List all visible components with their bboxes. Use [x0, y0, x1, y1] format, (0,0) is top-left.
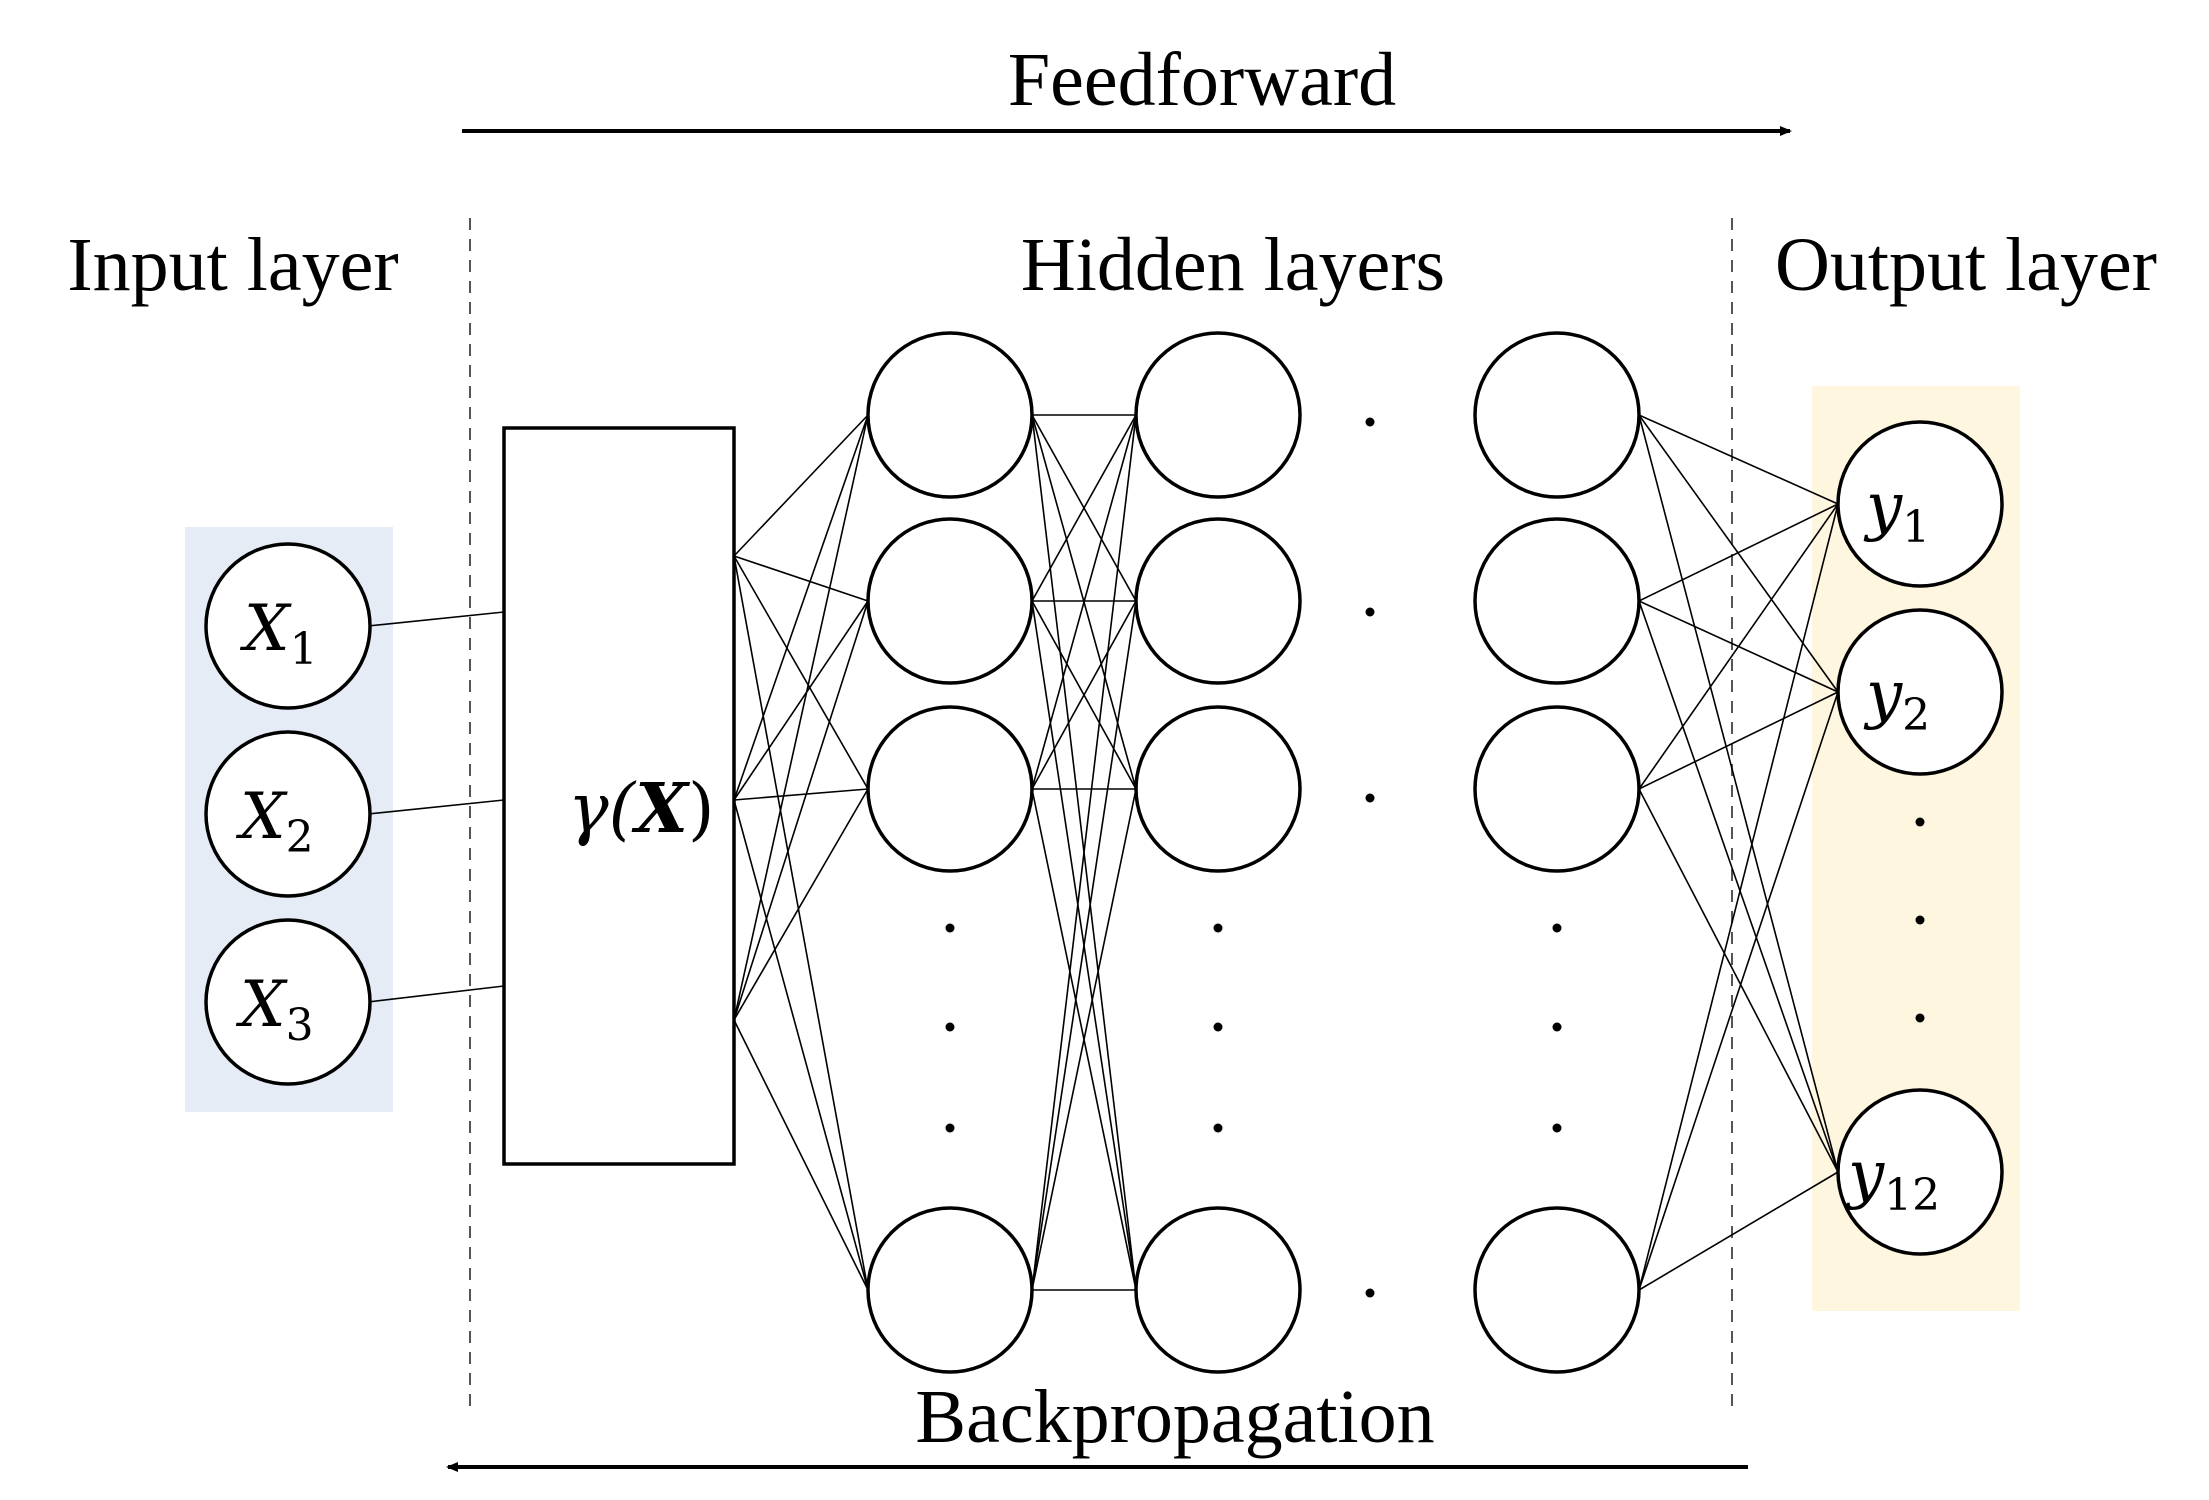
input-node-2-label: X2	[235, 780, 314, 863]
output-edge-0-0	[1638, 414, 1839, 505]
hidden-edge-3-2	[1031, 788, 1137, 1291]
hidden-col3-vdot-1	[1552, 923, 1562, 933]
input-edge-3	[367, 985, 505, 1003]
box-edge-0-1	[733, 555, 869, 602]
hidden-edge-3-1	[1031, 600, 1137, 1291]
hidden-edge-1-0	[1031, 414, 1137, 602]
input-edge-1	[367, 611, 505, 627]
output-edge-0-2	[1638, 414, 1839, 1173]
box-edge-0-2	[733, 555, 869, 790]
output-node-12-label: y12	[1845, 1138, 1940, 1221]
output-layer-title: Output layer	[1775, 223, 2157, 307]
box-edge-1-0	[733, 414, 869, 801]
output-edge-3-1	[1638, 691, 1839, 1291]
hidden-col1-vdot-2	[945, 1022, 955, 1032]
input-node-3-label: X3	[235, 968, 314, 1051]
hidden-layers-title: Hidden layers	[1021, 223, 1445, 307]
output-vdot-2	[1915, 915, 1925, 925]
input-node-1: X1	[204, 542, 372, 710]
output-node-1: y1	[1836, 420, 2004, 588]
hidden-edge-3-0	[1031, 414, 1137, 1291]
box-edge-0-3	[733, 555, 869, 1291]
hidden-node-c1-r1	[866, 331, 1034, 499]
output-node-2-label: y2	[1863, 658, 1930, 741]
hidden-node-c3-r3	[1473, 705, 1641, 873]
output-edge-1-2	[1638, 600, 1839, 1173]
hidden-col2-vdot-1	[1213, 923, 1223, 933]
hidden-col2-vdot-3	[1213, 1123, 1223, 1133]
hidden-node-c3-r2	[1473, 517, 1641, 685]
output-node-12: y12	[1836, 1088, 2004, 1256]
input-node-3: X3	[204, 918, 372, 1086]
hidden-node-c3-r4	[1473, 1206, 1641, 1374]
output-node-2: y2	[1836, 608, 2004, 776]
feedforward-label: Feedforward	[1008, 38, 1396, 122]
box-edge-2-0	[733, 414, 869, 1021]
hidden-node-c3-r1	[1473, 331, 1641, 499]
box-edge-0-0	[733, 414, 869, 557]
hidden-gap-dot-3	[1365, 793, 1375, 803]
hidden-node-c2-r4	[1134, 1206, 1302, 1374]
ellipsis-dots	[945, 417, 1925, 1298]
activation-variable: X	[631, 769, 690, 849]
hidden-col1-vdot-1	[945, 923, 955, 933]
box-edge-2-3	[733, 1019, 869, 1291]
hidden-node-c1-r2	[866, 517, 1034, 685]
hidden-edge-2-1	[1031, 600, 1137, 790]
backpropagation-label: Backpropagation	[915, 1375, 1434, 1459]
hidden-gap-dot-4	[1365, 1288, 1375, 1298]
output-vdot-3	[1915, 1013, 1925, 1023]
input-node-2: X2	[204, 730, 372, 898]
connection-edges	[367, 414, 1839, 1291]
hidden-node-c2-r1	[1134, 331, 1302, 499]
box-edge-2-2	[733, 788, 869, 1021]
hidden-col2-vdot-2	[1213, 1022, 1223, 1032]
hidden-col1-vdot-3	[945, 1123, 955, 1133]
hidden-edge-2-0	[1031, 414, 1137, 790]
activation-prefix: γ(	[568, 770, 637, 849]
activation-suffix: )	[688, 770, 715, 849]
output-node-1-label: y1	[1863, 470, 1930, 553]
output-edge-3-2	[1638, 1171, 1839, 1291]
output-vdot-1	[1915, 817, 1925, 827]
box-edge-1-2	[733, 788, 869, 801]
hidden-node-c2-r2	[1134, 517, 1302, 685]
input-layer-title: Input layer	[67, 223, 398, 307]
activation-label: γ(X)	[568, 769, 714, 849]
hidden-col3-vdot-2	[1552, 1022, 1562, 1032]
hidden-col3-vdot-3	[1552, 1123, 1562, 1133]
hidden-gap-dot-1	[1365, 417, 1375, 427]
box-edge-1-3	[733, 799, 869, 1291]
input-node-1-label: X1	[239, 592, 318, 675]
output-edge-2-0	[1638, 503, 1839, 790]
box-edge-2-1	[733, 600, 869, 1021]
output-edge-2-2	[1638, 788, 1839, 1173]
output-edge-2-1	[1638, 691, 1839, 790]
hidden-gap-dot-2	[1365, 607, 1375, 617]
output-edge-1-0	[1638, 503, 1839, 602]
hidden-node-c1-r3	[866, 705, 1034, 873]
hidden-node-c1-r4	[866, 1206, 1034, 1374]
input-edge-2	[367, 799, 505, 815]
hidden-nodes	[866, 331, 1641, 1374]
output-edge-3-0	[1638, 503, 1839, 1291]
output-edge-0-1	[1638, 414, 1839, 693]
hidden-node-c2-r3	[1134, 705, 1302, 873]
box-edge-1-1	[733, 600, 869, 801]
activation-box	[502, 426, 736, 1166]
